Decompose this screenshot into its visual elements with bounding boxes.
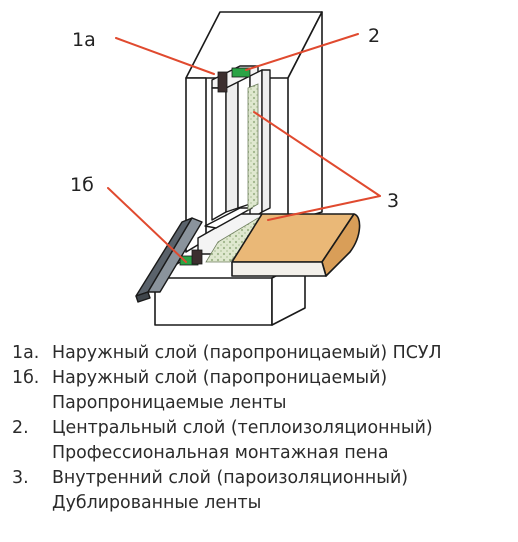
window-installation-diagram: 1а 2 3 1б — [70, 11, 399, 326]
callout-1a: 1а — [72, 29, 96, 51]
top-seal — [217, 67, 251, 93]
legend-number: 1б. — [12, 368, 40, 388]
legend-text: Наружный слой (паропроницаемый) ПСУЛ — [52, 343, 442, 363]
legend: 1а. Наружный слой (паропроницаемый) ПСУЛ… — [12, 341, 512, 516]
legend-text: Дублированные ленты — [52, 493, 262, 513]
legend-number: 1а. — [12, 343, 40, 363]
window-frame — [197, 65, 271, 255]
legend-item-1b: 1б. Наружный слой (паропроницаемый) Паро… — [12, 366, 512, 416]
legend-number: 3. — [12, 468, 29, 488]
legend-item-1a: 1а. Наружный слой (паропроницаемый) ПСУЛ — [12, 341, 512, 366]
window-sill — [231, 213, 361, 277]
callout-3: 3 — [387, 190, 399, 212]
legend-item-3: 3. Внутренний слой (пароизоляционный) Ду… — [12, 466, 512, 516]
legend-text: Паропроницаемые ленты — [52, 393, 287, 413]
drip-cap — [135, 217, 203, 303]
callout-arrows — [107, 33, 381, 263]
legend-text: Внутренний слой (пароизоляционный) — [52, 468, 409, 488]
bottom-tapes — [179, 249, 203, 266]
legend-text: Наружный слой (паропроницаемый) — [52, 368, 388, 388]
legend-item-2: 2. Центральный слой (теплоизоляционный) … — [12, 416, 512, 466]
legend-text: Центральный слой (теплоизоляционный) — [52, 418, 433, 438]
legend-number: 2. — [12, 418, 29, 438]
callout-2: 2 — [368, 25, 380, 47]
legend-text: Профессиональная монтажная пена — [52, 443, 389, 463]
callout-1b: 1б — [70, 174, 94, 196]
